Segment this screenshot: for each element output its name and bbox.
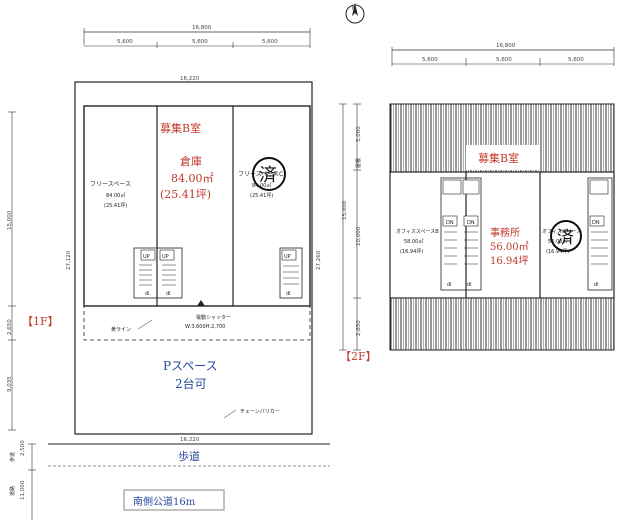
stamp-1f-right: 済 [259, 165, 277, 186]
door-2f-3: dl [594, 282, 599, 288]
unit-2f-left-area: 58.00㎡ [404, 238, 423, 245]
door-2f-2: dl [467, 282, 472, 288]
floor-2-tag: 【2F】 [340, 350, 377, 363]
unit-1f-right-tsubo: (25.41坪) [250, 192, 273, 199]
yellow-line-label: 黄ライン [111, 326, 131, 333]
dim-1f-bay-1: 5,600 [117, 39, 133, 45]
shutter-label: 電動シャッター [196, 314, 231, 321]
side-label-road: 道路 [9, 486, 16, 496]
stair-up-1: UP [143, 254, 150, 260]
shutter-arrow-icon [197, 300, 205, 306]
dim-2f-depth-top: 5,000 [356, 126, 362, 142]
side-label-sidewalk: 歩道 [9, 452, 16, 462]
dim-2f-depth-bottom: 2,650 [356, 320, 362, 336]
stair-down-2: DN [467, 220, 475, 226]
stair-down-icon: DN DN dl dl [440, 177, 482, 291]
floor-1-plan: 16,800 5,600 5,600 5,600 16,220 15,000 2… [7, 25, 330, 520]
dim-1f-sidewalk-depth: 2,500 [20, 440, 26, 456]
dim-1f-left-depth-lower: 2,650 [7, 319, 13, 335]
dim-2f-depth-top-label: 屋根 [355, 158, 362, 168]
dim-1f-bay-3: 5,600 [262, 39, 278, 45]
door-1f-3: dl [286, 291, 291, 297]
dim-1f-inner-depth-left: 27,120 [66, 250, 72, 270]
dim-1f-inner-width: 16,220 [180, 76, 200, 82]
dim-1f-inner-depth-right: 27,260 [316, 250, 322, 270]
north-arrow-icon: N [345, 3, 365, 24]
unit-1f-center-name: 倉庫 [180, 154, 202, 168]
stair-icon-right: UP dl [279, 247, 303, 299]
stair-down-3: DN [592, 220, 600, 226]
unit-2f-left-tsubo: (16.94坪) [400, 248, 423, 255]
recruit-room-2f: 募集B室 [478, 151, 519, 165]
dim-2f-bay-1: 5,600 [422, 57, 438, 63]
unit-1f-left-tsubo: (25.41坪) [104, 202, 127, 209]
dim-2f-bay-2: 5,600 [496, 57, 512, 63]
unit-2f-right-area: 56.00㎡ [548, 238, 567, 245]
north-label: N [352, 6, 356, 12]
unit-2f-right-tsubo: (16.94坪) [546, 248, 569, 255]
dim-1f-road-depth: 11,000 [20, 480, 26, 500]
unit-1f-left-area: 84.00㎡ [106, 192, 125, 199]
chain-label: チェーンパリカー [240, 409, 280, 415]
contracted-stamp-icon-2f: 済 [550, 220, 582, 252]
sidewalk-label: 歩道 [178, 449, 200, 463]
unit-1f-right-name: フリースペースC [238, 171, 283, 178]
dim-1f-left-depth: 15,000 [7, 210, 13, 230]
road-name: 南側公道16m [133, 495, 196, 508]
dim-1f-left-depth-bottom: 9,035 [7, 376, 13, 392]
unit-2f-center-name: 事務所 [490, 226, 520, 239]
parking-title: Pスペース [163, 359, 218, 373]
parking-count: 2台可 [175, 376, 207, 391]
unit-1f-center-tsubo: (25.41坪) [160, 188, 211, 201]
dim-2f-depth-total: 15,000 [342, 200, 348, 220]
stamp-2f-right: 済 [557, 228, 574, 248]
dim-2f-bay-3: 5,600 [568, 57, 584, 63]
stair-up-3: UP [284, 254, 291, 260]
dim-1f-overall-width: 16,800 [192, 25, 212, 31]
door-1f-2: dl [166, 291, 171, 297]
unit-1f-center-area: 84.00㎡ [171, 172, 214, 185]
contracted-stamp-icon: 済 [252, 157, 286, 191]
unit-1f-right-area: 84.00㎡ [252, 182, 271, 189]
dim-2f-depth-mid: 10,000 [356, 226, 362, 246]
shutter-size: W:3,600H:2,700 [185, 324, 225, 330]
recruit-room-1f: 募集B室 [160, 121, 201, 135]
dim-2f-overall-width: 16,800 [496, 43, 516, 49]
unit-2f-right-name: オフィススペース [542, 229, 581, 235]
floor-2-plan: 16,800 5,600 5,600 5,600 15,000 5,000 屋根… [339, 43, 615, 363]
stair-down-icon-right: DN dl [587, 177, 613, 291]
unit-2f-center-area: 56.00㎡ [490, 241, 529, 253]
unit-2f-left-name: オフィススペースB [396, 229, 439, 235]
door-2f-1: dl [447, 282, 452, 288]
dim-1f-bay-2: 5,600 [192, 39, 208, 45]
dim-1f-bottom-width: 16,220 [180, 437, 200, 443]
stair-down-1: DN [446, 220, 454, 226]
unit-1f-left-name: フリースペース [90, 181, 131, 188]
unit-2f-center-tsubo: 16.94坪 [490, 254, 529, 267]
stair-up-2: UP [162, 254, 169, 260]
door-1f-1: dl [145, 291, 150, 297]
stair-icon: UP UP dl dl [133, 247, 183, 299]
floor-1-tag: 【1F】 [22, 315, 59, 328]
